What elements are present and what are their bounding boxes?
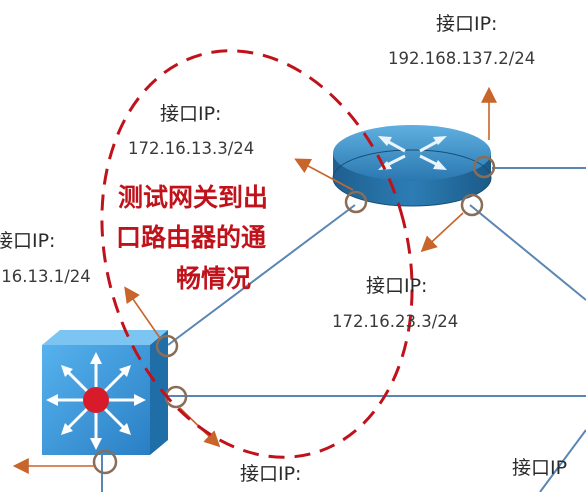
port-switch-bottom <box>92 449 118 475</box>
test-annotation: 测试网关到出 口路由器的通 畅情况 <box>116 183 268 293</box>
interface-rings <box>92 155 496 475</box>
network-links <box>101 167 586 492</box>
layer3-switch-icon <box>42 330 168 455</box>
router-left-ip-title: 接口IP: <box>160 103 221 125</box>
router-icon <box>332 125 492 207</box>
router-top-ip-title: 接口IP: <box>436 13 497 35</box>
port-router-bottom <box>460 193 484 217</box>
port-router-right <box>472 155 496 179</box>
annotation-line-1: 测试网关到出 <box>118 183 268 212</box>
arrow-router-left <box>294 158 354 191</box>
router-left-ip-value: 172.16.13.3/24 <box>128 139 254 158</box>
switch-bottom-ip-title: 接口IP: <box>240 463 301 485</box>
router-top-ip-value: 192.168.137.2/24 <box>388 49 535 68</box>
ip-labels: 接口IP: 192.168.137.2/24 接口IP: 172.16.13.3… <box>0 13 567 485</box>
link-switch-to-router <box>167 204 356 346</box>
switch-left-ip-title: 接口IP: <box>0 230 55 252</box>
annotation-line-2: 口路由器的通 <box>116 223 266 252</box>
router-bottom-ip-value: 172.16.23.3/24 <box>332 312 458 331</box>
arrow-switch-upper <box>124 286 161 339</box>
arrow-router-bottom <box>420 212 464 253</box>
switch-center-dot <box>83 387 109 413</box>
right-bottom-ip-title: 接口IP <box>512 457 567 479</box>
annotation-line-3: 畅情况 <box>176 264 251 293</box>
link-lower-right <box>539 429 586 492</box>
router-bottom-ip-title: 接口IP: <box>366 275 427 297</box>
port-switch-upper <box>155 334 179 358</box>
switch-left-ip-value: .16.13.1/24 <box>0 267 91 286</box>
highlight-ellipse <box>100 49 414 459</box>
port-router-left <box>344 190 368 214</box>
link-router-lower-right <box>469 204 586 301</box>
